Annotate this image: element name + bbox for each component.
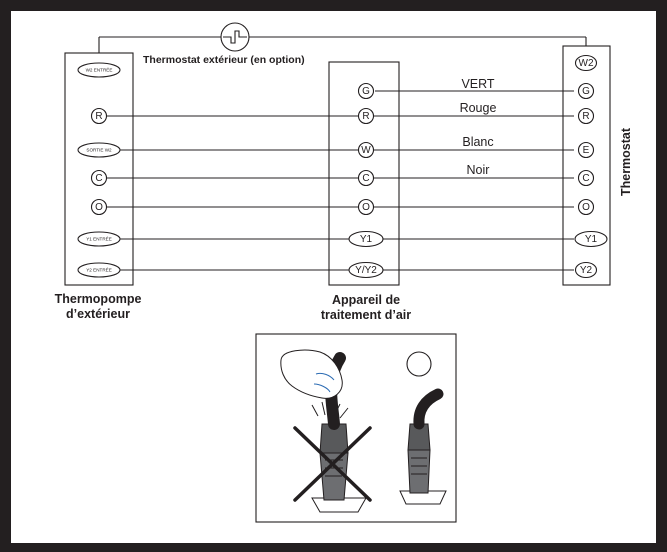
- terminal-t-y1: [574, 230, 608, 248]
- heat-pump-label-line2: d’extérieur: [66, 307, 130, 321]
- terminal-t-r-label: R: [582, 111, 589, 122]
- terminal-ah-w-label: W: [361, 145, 371, 156]
- terminal-ah-o-label: O: [362, 202, 370, 213]
- heat-pump-label-line1: Thermopompe: [55, 292, 142, 306]
- terminal-t-c: [577, 169, 595, 187]
- thermostat-label: Thermostat: [619, 127, 633, 196]
- air-handler-terminals: G R W C O Y1 Y/Y2: [348, 82, 384, 279]
- terminal-hp-o: [90, 198, 108, 216]
- terminal-hp-w2-in: [77, 62, 121, 78]
- terminal-t-r: [577, 107, 595, 125]
- wire-color-black: Noir: [467, 163, 490, 177]
- terminal-t-g-label: G: [582, 86, 590, 97]
- air-handler-label-line2: traitement d’air: [321, 308, 411, 322]
- terminal-t-y2-label: Y2: [580, 265, 593, 276]
- terminal-hp-y2-in: [77, 262, 121, 278]
- connector-body-right: [407, 449, 431, 494]
- terminal-t-e-label: E: [583, 145, 590, 156]
- wire-color-white: Blanc: [462, 135, 493, 149]
- terminal-t-e: [577, 141, 595, 159]
- outdoor-thermostat-switch-icon: [223, 30, 247, 44]
- terminal-t-y1-label: Y1: [585, 234, 598, 245]
- terminal-hp-w2-in-label: W2 ENTRÉE: [86, 67, 113, 73]
- terminal-hp-r: [90, 107, 108, 125]
- wrong-x-icon: [293, 426, 372, 502]
- terminal-hp-y1-in-label: Y1 ENTRÉE: [86, 236, 112, 242]
- terminal-ah-y1-label: Y1: [360, 234, 373, 245]
- wires: [107, 90, 574, 271]
- terminal-ah-y2: [348, 261, 384, 279]
- terminal-hp-r-label: R: [95, 111, 102, 122]
- hand-grip-lines: [313, 372, 335, 393]
- heat-pump-box: [64, 52, 134, 286]
- terminal-hp-w2-out: [77, 142, 121, 158]
- heat-pump-terminals: W2 ENTRÉE R SORTIE W2 C O Y1 ENTRÉE Y2 E…: [77, 62, 121, 278]
- terminal-ah-c-label: C: [362, 173, 369, 184]
- pull-motion-lines: [311, 401, 349, 419]
- terminal-hp-o-label: O: [95, 202, 103, 213]
- terminal-t-o-label: O: [582, 202, 590, 213]
- terminal-ah-g: [357, 82, 375, 100]
- correct-connector-drawing: [399, 351, 447, 505]
- cable-right: [413, 388, 444, 430]
- thermostat-terminals: W2 G R E C O Y1 Y2: [574, 54, 608, 279]
- terminal-ah-y2-label: Y/Y2: [355, 265, 377, 276]
- terminal-ah-c: [357, 169, 375, 187]
- connector-illustration: [255, 333, 457, 523]
- terminal-ah-r: [357, 107, 375, 125]
- connector-ribs-right: [411, 457, 427, 475]
- wrong-connector-drawing: [280, 349, 372, 513]
- terminal-ah-r-label: R: [362, 111, 369, 122]
- terminal-t-y2: [574, 261, 598, 279]
- air-handler-label-line1: Appareil de: [332, 293, 400, 307]
- terminal-ah-y1: [348, 230, 384, 248]
- wire-color-green: VERT: [461, 77, 494, 91]
- bracket-right: [399, 490, 447, 505]
- bracket-left: [311, 497, 367, 513]
- terminal-hp-c-label: C: [95, 173, 102, 184]
- outdoor-thermostat-label: Thermostat extérieur (en option): [143, 54, 305, 66]
- terminal-hp-y2-in-label: Y2 ENTRÉE: [86, 267, 112, 273]
- terminal-ah-g-label: G: [362, 86, 370, 97]
- terminal-t-w2: [574, 54, 598, 72]
- terminal-t-o: [577, 198, 595, 216]
- terminal-t-w2-label: W2: [579, 58, 594, 69]
- thermostat-box: [562, 45, 611, 286]
- terminal-ah-o: [357, 198, 375, 216]
- outdoor-thermostat: [98, 22, 587, 62]
- wire-color-red: Rouge: [460, 101, 497, 115]
- terminal-t-g: [577, 82, 595, 100]
- terminal-hp-y1-in: [77, 231, 121, 247]
- terminal-hp-w2-out-label: SORTIE W2: [86, 148, 112, 153]
- correct-circle-icon: [406, 351, 432, 377]
- terminal-hp-c: [90, 169, 108, 187]
- hand-icon: [280, 349, 343, 399]
- terminal-t-c-label: C: [582, 173, 589, 184]
- terminal-ah-w: [357, 141, 375, 159]
